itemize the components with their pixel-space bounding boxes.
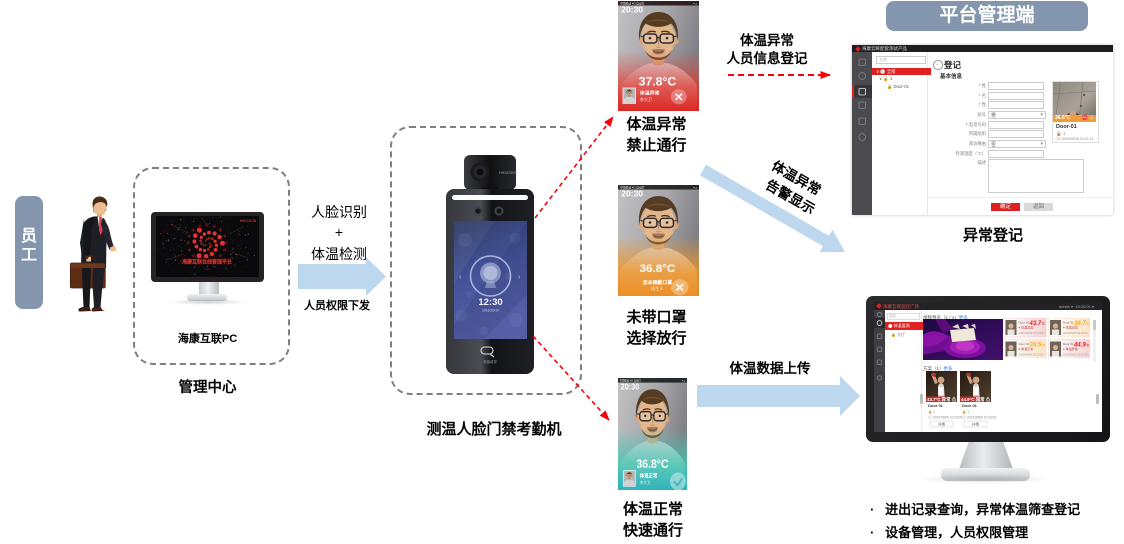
svg-text:体温异常: 体温异常 [640, 90, 660, 97]
svg-text:12:30: 12:30 [478, 297, 502, 308]
svg-text:36.5°C: 36.5°C [1030, 343, 1046, 349]
svg-text:· 4 0 ·: · 4 0 · [203, 267, 211, 271]
svg-text:36.7°C: 36.7°C [1074, 321, 1090, 327]
svg-text:2020/09/05 10:20:09: 2020/09/05 10:20:09 [1019, 331, 1044, 335]
svg-text:Door 01: Door 01 [1019, 321, 1030, 325]
svg-text:36.8°C: 36.8°C [636, 459, 668, 472]
svg-text:Door 01: Door 01 [1063, 342, 1074, 346]
svg-text:李大卫: 李大卫 [640, 97, 652, 102]
svg-text:● 体温异常: ● 体温异常 [1063, 346, 1078, 351]
svg-text:43.7°C: 43.7°C [1029, 321, 1046, 327]
svg-text:44.9°C 异常 ⚠: 44.9°C 异常 ⚠ [961, 396, 991, 402]
svg-text:海康威视: 海康威视 [483, 359, 497, 364]
svg-text:‹: ‹ [459, 274, 462, 281]
svg-text:中国移动 4G 自动打: 中国移动 4G 自动打 [620, 1, 645, 5]
svg-text:Door 01: Door 01 [1019, 342, 1030, 346]
svg-text:体温正常: 体温正常 [640, 472, 658, 479]
svg-text:Door 01: Door 01 [1063, 321, 1074, 325]
svg-text:● 体温异常: ● 体温异常 [1019, 325, 1034, 330]
svg-text:▾ ▴: ▾ ▴ [693, 186, 697, 189]
svg-text:详情: 详情 [938, 421, 946, 426]
svg-text:2020/09/05 10:20:09: 2020/09/05 10:20:09 [1019, 353, 1044, 357]
svg-text:2020/09/05 10:20:09: 2020/09/05 10:20:09 [1063, 353, 1088, 357]
svg-text:您未佩戴口罩: 您未佩戴口罩 [643, 279, 673, 286]
svg-text:▾ ▴: ▾ ▴ [693, 2, 697, 5]
svg-text:HIKVISION: HIKVISION [240, 219, 257, 223]
svg-text:44.9°C: 44.9°C [1073, 343, 1090, 349]
svg-text:● 体温正常: ● 体温正常 [1063, 325, 1078, 330]
svg-text:HIKVISION: HIKVISION [499, 171, 518, 175]
svg-text:中国移动 4G 自动打: 中国移动 4G 自动打 [620, 186, 645, 190]
svg-text:43.7°C 异常 ⚠: 43.7°C 异常 ⚠ [927, 396, 957, 402]
svg-text:20:30: 20:30 [621, 382, 640, 391]
svg-text:2020/09/05 10:20:09: 2020/09/05 10:20:09 [1063, 331, 1088, 335]
svg-text:🕓 2020/09/05 10:20:09: 🕓 2020/09/05 10:20:09 [928, 416, 962, 420]
svg-text:20:30: 20:30 [621, 189, 643, 199]
svg-text:● 体温正常: ● 体温正常 [1019, 346, 1034, 351]
svg-text:36.8°C: 36.8°C [639, 263, 675, 275]
svg-text:Door 01: Door 01 [928, 403, 944, 408]
svg-text:2016/10/10: 2016/10/10 [482, 309, 499, 313]
svg-text:中国移动 4G 自动打: 中国移动 4G 自动打 [620, 378, 641, 382]
svg-text:37.8°C: 37.8°C [639, 75, 677, 89]
svg-text:🔒 1: 🔒 1 [928, 410, 935, 414]
svg-text:›: › [518, 274, 521, 281]
svg-text:李大卫: 李大卫 [640, 480, 651, 485]
svg-text:海康互联在线管理平台: 海康互联在线管理平台 [182, 258, 232, 265]
svg-text:20:30: 20:30 [621, 6, 643, 15]
svg-text:陌生人: 陌生人 [651, 286, 663, 291]
svg-text:▾ ▴: ▾ ▴ [682, 379, 686, 382]
